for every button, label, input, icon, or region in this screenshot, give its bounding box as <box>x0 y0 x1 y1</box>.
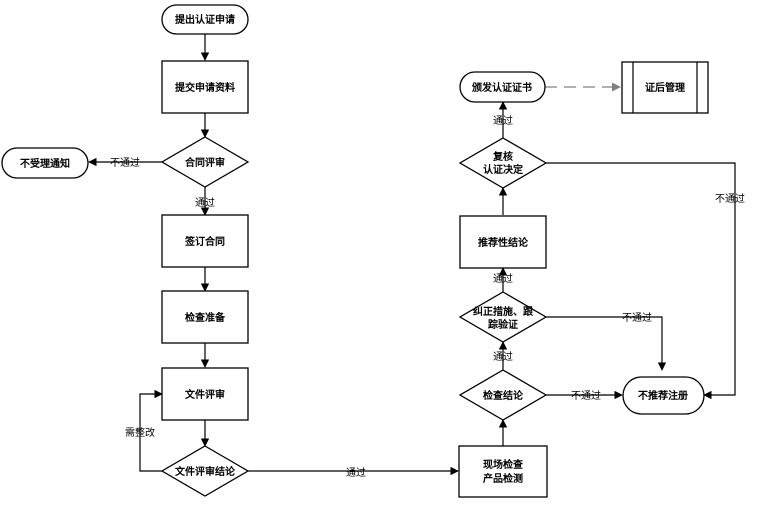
node-certificate-management: 证后管理 <box>621 61 709 114</box>
node-onsite-inspection-label-1: 现场检查 <box>483 458 524 471</box>
node-doc-review-conclusion-label: 文件评审结论 <box>175 465 236 478</box>
node-contract-review-label: 合同评审 <box>184 156 225 169</box>
node-inspection-prep-label: 检查准备 <box>185 311 226 324</box>
node-submit-materials-label: 提交申请资料 <box>175 81 235 94</box>
label-pass-docreview: 通过 <box>346 466 366 479</box>
node-submit-application-label: 提出认证申请 <box>175 13 235 26</box>
node-contract-review: 合同评审 <box>160 136 250 188</box>
node-sign-contract-label: 签订合同 <box>184 235 225 248</box>
edge-rectify-loop <box>139 389 163 472</box>
label-pass-contract: 通过 <box>195 196 215 209</box>
node-recheck-decision-label-2: 认证决定 <box>483 163 523 176</box>
edge-corrective-to-notrec <box>546 316 667 371</box>
node-recommendation-conclusion: 推荐性结论 <box>459 215 547 269</box>
node-sign-contract: 签订合同 <box>161 214 249 268</box>
node-submit-application: 提出认证申请 <box>161 4 249 35</box>
label-fail-corrective: 不通过 <box>622 311 652 324</box>
node-issue-certificate-label: 颁发认证证书 <box>472 81 532 94</box>
label-fail-reject: 不通过 <box>110 156 140 169</box>
node-corrective-action-label-2: 踪验证 <box>488 318 518 331</box>
label-pass-inspection: 通过 <box>493 350 513 363</box>
node-not-recommended: 不推荐注册 <box>622 376 705 415</box>
node-certificate-management-label: 证后管理 <box>645 81 685 94</box>
node-reject-notice: 不受理通知 <box>1 147 89 179</box>
node-onsite-inspection: 现场检查 产品检测 <box>458 445 548 498</box>
node-inspection-conclusion-label: 检查结论 <box>483 389 524 402</box>
node-reject-notice-label: 不受理通知 <box>20 157 70 170</box>
node-recommendation-conclusion-label: 推荐性结论 <box>478 236 529 249</box>
node-inspection-conclusion: 检查结论 <box>458 369 548 421</box>
edge-labels: 不通过 通过 需整改 通过 不通过 通过 不通过 通过 不通过 通过 <box>110 114 745 479</box>
edge-recheck-to-notrec <box>546 162 736 400</box>
label-pass-corrective: 通过 <box>493 272 513 285</box>
node-inspection-prep: 检查准备 <box>161 290 249 344</box>
node-corrective-action-label-1: 纠正措施、跟 <box>473 305 534 318</box>
label-fail-inspection: 不通过 <box>571 389 601 402</box>
node-recheck-decision: 复核 认证决定 <box>458 137 548 189</box>
connectors <box>88 34 736 476</box>
node-document-review-label: 文件评审 <box>185 388 225 401</box>
node-not-recommended-label: 不推荐注册 <box>638 389 688 402</box>
node-issue-certificate: 颁发认证证书 <box>459 71 546 103</box>
label-pass-recheck: 通过 <box>493 114 513 127</box>
label-needs-rectification: 需整改 <box>125 426 155 439</box>
node-onsite-inspection-label-2: 产品检测 <box>483 472 523 485</box>
node-recheck-decision-label-1: 复核 <box>492 150 513 163</box>
label-fail-recheck: 不通过 <box>715 192 745 205</box>
node-document-review: 文件评审 <box>161 367 249 421</box>
node-doc-review-conclusion: 文件评审结论 <box>160 445 250 497</box>
node-corrective-action: 纠正措施、跟 踪验证 <box>458 291 548 343</box>
node-submit-materials: 提交申请资料 <box>161 60 249 114</box>
